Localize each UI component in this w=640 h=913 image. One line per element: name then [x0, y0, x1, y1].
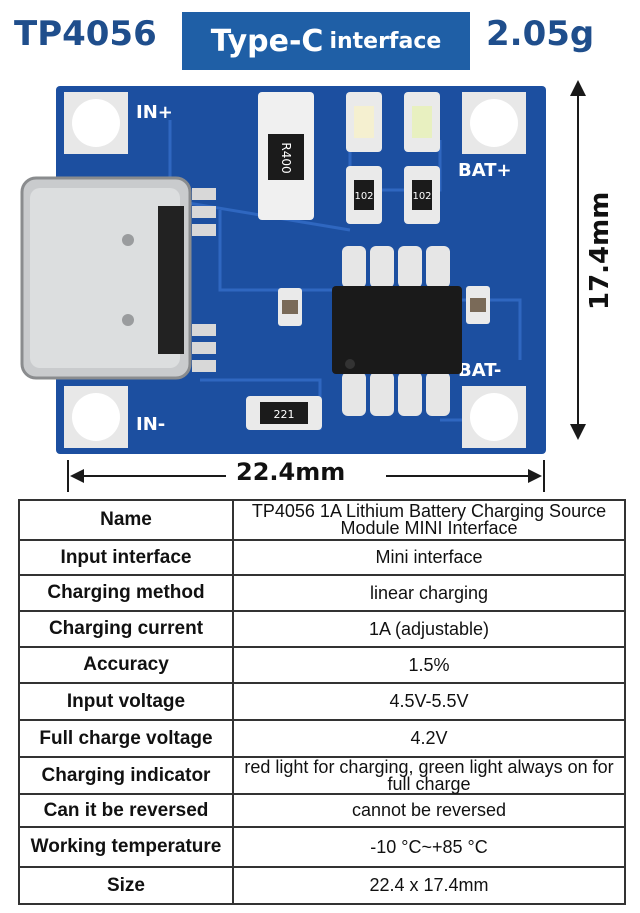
spec-key: Full charge voltage [18, 719, 234, 758]
r400-label: R400 [279, 142, 293, 173]
table-row: Input interface Mini interface [18, 539, 626, 576]
pcb-board-image: IN+ IN- BAT+ BAT- R400 [20, 80, 550, 460]
table-row: Input voltage 4.5V-5.5V [18, 682, 626, 721]
usb-c-connector [20, 176, 192, 380]
silk-bat-plus: BAT+ [458, 160, 512, 181]
spec-value: TP4056 1A Lithium Battery Charging Sourc… [232, 499, 626, 541]
pcb-board-drawing: IN+ IN- BAT+ BAT- R400 [20, 86, 546, 454]
table-row: Full charge voltage 4.2V [18, 719, 626, 758]
spec-value: linear charging [232, 574, 626, 612]
width-dimension-arrow [67, 460, 545, 492]
spec-value: 4.5V-5.5V [232, 682, 626, 721]
spec-value: Mini interface [232, 539, 626, 576]
table-row: Accuracy 1.5% [18, 646, 626, 684]
led-indicators [346, 92, 440, 152]
silk-in-plus: IN+ [136, 102, 173, 123]
silk-in-minus: IN- [136, 414, 165, 435]
mounting-holes [64, 92, 526, 448]
spec-table: Name TP4056 1A Lithium Battery Charging … [18, 499, 626, 905]
spec-value: cannot be reversed [232, 793, 626, 828]
height-dimension-label: 17.4mm [585, 191, 615, 310]
table-row: Charging current 1A (adjustable) [18, 610, 626, 648]
resistor-r400: R400 [258, 92, 314, 220]
spec-key: Input voltage [18, 682, 234, 721]
banner-sub-text: interface [329, 28, 442, 54]
spec-value: 4.2V [232, 719, 626, 758]
tp4056-chip [332, 246, 462, 416]
table-row: Can it be reversed cannot be reversed [18, 793, 626, 828]
r4-label: 221 [274, 408, 295, 421]
table-row: Name TP4056 1A Lithium Battery Charging … [18, 499, 626, 541]
table-row: Size 22.4 x 17.4mm [18, 866, 626, 905]
spec-value: 1A (adjustable) [232, 610, 626, 648]
r2-label: 102 [354, 191, 373, 202]
product-model-title: TP4056 [14, 14, 157, 54]
height-dimension-arrow [570, 80, 586, 440]
spec-key: Charging method [18, 574, 234, 612]
spec-key: Can it be reversed [18, 793, 234, 828]
spec-key: Charging current [18, 610, 234, 648]
silk-bat-minus: BAT- [458, 360, 501, 381]
spec-key: Charging indicator [18, 756, 234, 795]
spec-value: 1.5% [232, 646, 626, 684]
table-row: Charging indicator red light for chargin… [18, 756, 626, 795]
spec-value: red light for charging, green light alwa… [232, 756, 626, 795]
product-weight: 2.05g [486, 14, 595, 54]
spec-key: Accuracy [18, 646, 234, 684]
spec-value: 22.4 x 17.4mm [232, 866, 626, 905]
spec-value: -10 °C~+85 °C [232, 826, 626, 868]
spec-key: Input interface [18, 539, 234, 576]
spec-key: Name [18, 499, 234, 541]
r3-label: 102 [412, 191, 431, 202]
table-row: Working temperature -10 °C~+85 °C [18, 826, 626, 868]
width-dimension-label: 22.4mm [236, 458, 346, 486]
interface-banner: Type-C interface [182, 12, 470, 70]
banner-main-text: Type-C [210, 23, 324, 59]
small-resistors: 102 102 221 [246, 166, 490, 430]
table-row: Charging method linear charging [18, 574, 626, 612]
spec-key: Working temperature [18, 826, 234, 868]
spec-key: Size [18, 866, 234, 905]
connector-pads [192, 188, 216, 372]
